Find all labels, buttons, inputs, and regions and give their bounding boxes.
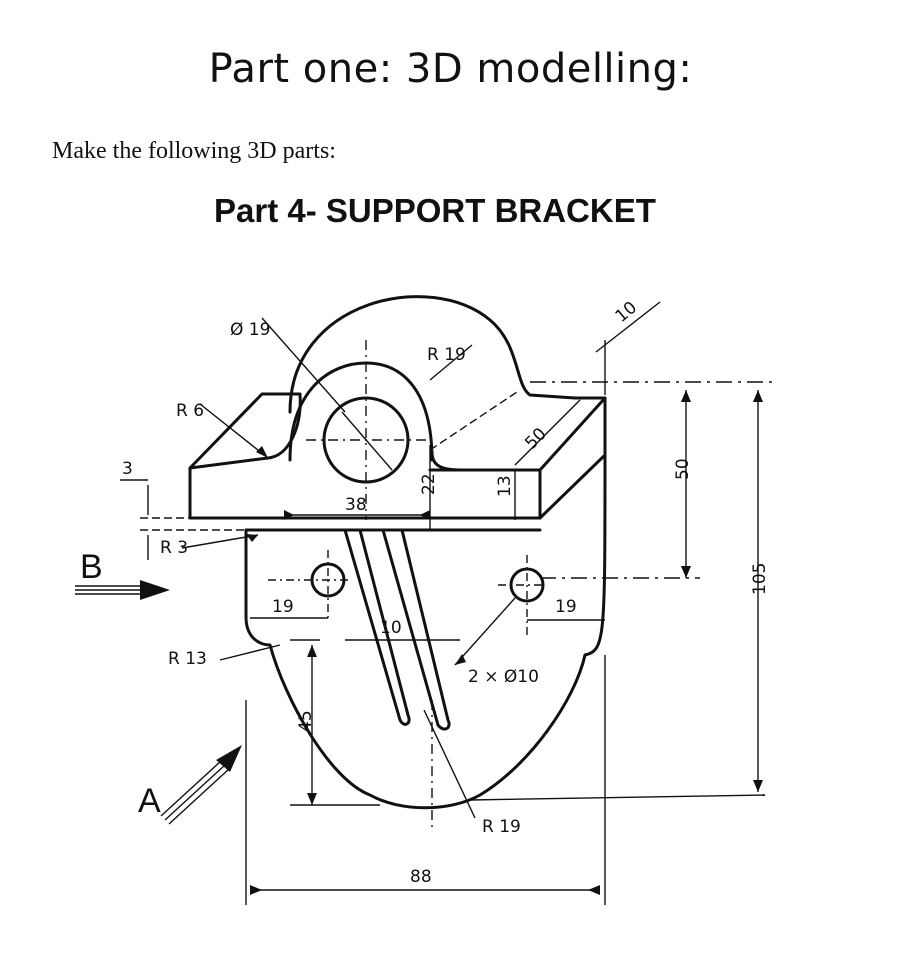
- dim-50-diag: 50: [521, 424, 550, 453]
- dim-10-mid: 10: [380, 618, 402, 638]
- dim-38: 38: [345, 495, 367, 515]
- top-plate-front: [188, 396, 607, 520]
- arrow-heads: [140, 390, 763, 895]
- top-plate: [188, 392, 302, 470]
- dim-105: 105: [750, 563, 770, 595]
- dim-r13: R 13: [168, 649, 207, 669]
- view-label-b: B: [80, 548, 103, 586]
- section-heading: Part one: 3D modelling:: [208, 46, 693, 92]
- dim-22: 22: [419, 473, 439, 495]
- dim-88: 88: [410, 867, 432, 887]
- dim-r19-bottom: R 19: [482, 817, 521, 837]
- dim-r6: R 6: [176, 401, 204, 421]
- dim-45: 45: [296, 710, 316, 732]
- dim-19-right: 19: [555, 597, 577, 617]
- top-plate-right: [538, 396, 607, 520]
- intro-text: Make the following 3D parts:: [52, 138, 336, 164]
- bracket-outline: [188, 295, 607, 810]
- dim-dia19: Ø 19: [230, 320, 270, 340]
- dim-13: 13: [495, 475, 515, 497]
- rib: [343, 528, 411, 726]
- dim-holes: 2 × Ø10: [468, 667, 539, 687]
- part-title: Part 4- SUPPORT BRACKET: [214, 192, 656, 229]
- dim-19-left: 19: [272, 597, 294, 617]
- dimension-labels: Ø 19 R 19 R 6 10 3 R 3 38 22 13 50 50 10…: [80, 298, 770, 887]
- dim-r19-top: R 19: [427, 345, 466, 365]
- dim-3: 3: [122, 459, 133, 479]
- dim-10-top: 10: [612, 298, 641, 327]
- view-label-a: A: [138, 782, 161, 820]
- dim-r3: R 3: [160, 538, 188, 558]
- dimension-lines: [75, 301, 775, 905]
- dim-50-vert: 50: [673, 458, 693, 480]
- boss: [288, 361, 434, 462]
